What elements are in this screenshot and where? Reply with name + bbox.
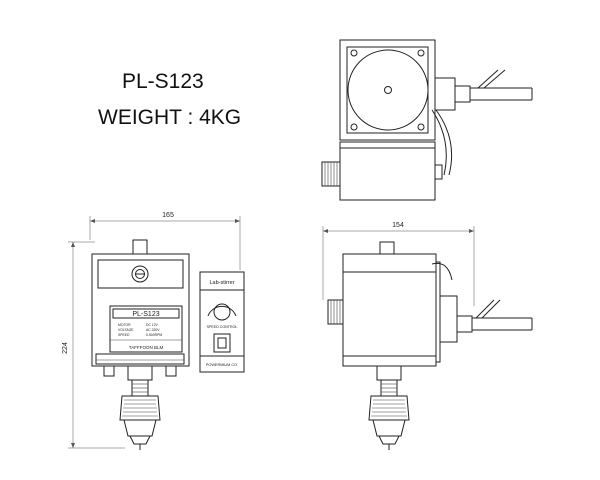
- front-view: [68, 216, 245, 450]
- nameplate-row-3-left: SPEED: [118, 333, 130, 337]
- control-panel-knob-label: SPEED CONTROL: [207, 325, 238, 329]
- weight-label: WEIGHT : 4KG: [98, 106, 242, 129]
- nameplate-row-1-right: DC 12V: [146, 323, 159, 327]
- top-view: [321, 39, 533, 201]
- model-title: PL-S123: [122, 70, 204, 93]
- nameplate-brand: TAFFFOON BLM: [129, 345, 164, 350]
- nameplate-row-1-left: MOTOR: [118, 323, 131, 327]
- control-panel-title: Lab-stirrer: [209, 280, 234, 286]
- control-panel-footer: POWERMIUM CO.: [206, 363, 238, 367]
- nameplate-row-2-left: VOLTAGE: [118, 328, 134, 332]
- side-width-dimension-label: 154: [392, 222, 404, 229]
- nameplate-model: PL-S123: [132, 311, 159, 318]
- nameplate-row-2-right: AC 220V: [146, 328, 160, 332]
- side-view: [322, 226, 533, 450]
- width-dimension-label: 165: [162, 212, 174, 219]
- nameplate-row-3-right: 0-500RPM: [146, 333, 162, 337]
- height-dimension-label: 224: [62, 342, 69, 354]
